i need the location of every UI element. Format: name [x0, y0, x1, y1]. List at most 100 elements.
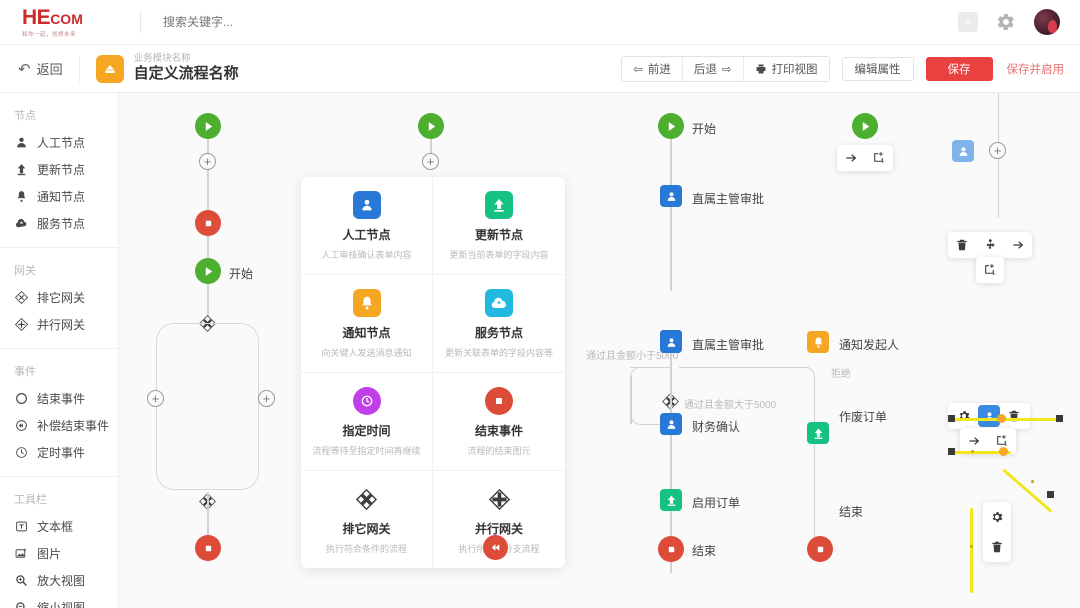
node-toolbar-a-add[interactable]	[976, 257, 1004, 283]
flow-canvas[interactable]: + 开始 + + +	[119, 93, 1080, 608]
node-card-service[interactable]: 服务节点 更新关联表单的字段内容等	[433, 275, 565, 373]
cloud-service-icon	[485, 289, 513, 317]
app-logo[interactable]: HECOM 和你一起，创想未来	[0, 7, 140, 38]
print-view-button[interactable]: 打印视图	[743, 56, 829, 81]
edge-handle-start-2[interactable]	[948, 448, 955, 455]
move-icon[interactable]	[976, 232, 1004, 258]
up-arrow-icon	[667, 495, 675, 506]
node-card-update[interactable]: 更新节点 更新当前表单的字段内容	[433, 177, 565, 275]
save-and-enable-button[interactable]: 保存并启用	[1007, 61, 1065, 77]
sidebar-item-exclusive-gateway[interactable]: 排它网关	[0, 284, 118, 311]
sidebar-item-parallel-gateway[interactable]: 并行网关	[0, 311, 118, 338]
node-toolbar-a[interactable]	[948, 232, 1032, 258]
edge-handle-end-2[interactable]	[1047, 491, 1054, 498]
node-toolbar-b[interactable]	[948, 403, 1030, 429]
edge-sample-straight[interactable]	[951, 418, 1063, 421]
sidebar-item-textbox[interactable]: 文本框	[0, 513, 118, 540]
node-card-end-event[interactable]: 结束事件 流程的结束图元	[433, 373, 565, 471]
sidebar-item-compensate-end-event[interactable]: 补偿结束事件	[0, 412, 118, 439]
stop-icon	[817, 546, 823, 552]
sidebar-item-update-node[interactable]: 更新节点	[0, 156, 118, 183]
main-node-2[interactable]	[660, 331, 682, 353]
sidebar-group-title: 事件	[14, 366, 36, 378]
arrow-right-icon[interactable]	[960, 428, 988, 454]
rewind-button[interactable]	[483, 535, 508, 560]
main-node-end[interactable]	[658, 536, 684, 562]
add-node-icon[interactable]	[976, 257, 1004, 283]
branch-node-void-order[interactable]	[807, 422, 829, 444]
overlay-add-node-button[interactable]: +	[989, 142, 1006, 159]
person-icon	[667, 191, 675, 201]
node-card-desc: 流程的结束图元	[467, 446, 531, 456]
edge-handle-end[interactable]	[1056, 414, 1063, 422]
sidebar-item-end-event[interactable]: 结束事件	[0, 385, 118, 412]
trash-icon[interactable]	[948, 232, 976, 258]
start-node-popup-toolbar[interactable]	[837, 145, 893, 171]
sidebar-item-notify-node[interactable]: 通知节点	[0, 183, 118, 210]
node-type-panel[interactable]: 人工节点 人工审核确认表单内容 更新节点 更新当前表单的字段内容 通知节点 向关…	[301, 177, 565, 568]
trash-icon[interactable]	[983, 532, 1011, 562]
add-node-icon[interactable]	[988, 428, 1016, 454]
flow-start-node-2[interactable]	[195, 258, 221, 284]
gear-icon[interactable]	[983, 502, 1011, 532]
node-card-timer[interactable]: 指定时间 流程等待至指定时间再继续	[301, 373, 433, 471]
main-node-finance-label: 财务确认	[692, 420, 741, 434]
add-node-icon[interactable]	[865, 145, 893, 171]
edge-sample-vertical[interactable]	[970, 508, 973, 593]
parallel-gateway-icon	[485, 485, 513, 513]
search-input[interactable]	[163, 15, 383, 29]
main-node-finance[interactable]	[660, 413, 682, 435]
node-card-desc: 人工审核确认表单内容	[321, 250, 412, 260]
gear-icon[interactable]	[996, 12, 1016, 32]
flow-start-label: 开始	[229, 267, 254, 281]
sidebar-item-zoom-in[interactable]: 放大视图	[0, 567, 118, 594]
sidebar-label: 图片	[37, 547, 62, 561]
arrow-right-icon[interactable]	[1004, 232, 1032, 258]
sidebar-item-zoom-out[interactable]: 缩小视图	[0, 594, 118, 608]
node-card-manual[interactable]: 人工节点 人工审核确认表单内容	[301, 177, 433, 275]
node-card-exclusive-gateway[interactable]: 排它网关 执行符合条件的流程	[301, 471, 433, 568]
bell-icon	[14, 190, 28, 204]
edge-midpoint-handle[interactable]	[997, 413, 1006, 423]
sidebar-item-manual-node[interactable]: 人工节点	[0, 129, 118, 156]
main-start-node[interactable]	[658, 113, 684, 139]
flow-start-node-3[interactable]	[418, 113, 444, 139]
edge-waypoint-dot-3	[970, 545, 973, 548]
arrow-right-icon[interactable]	[837, 145, 865, 171]
node-type-grid: 人工节点 人工审核确认表单内容 更新节点 更新当前表单的字段内容 通知节点 向关…	[301, 177, 565, 568]
logo-tagline: 和你一起，创想未来	[22, 31, 77, 38]
add-node-button[interactable]: +	[199, 153, 216, 170]
branch-node-notify-label: 通知发起人	[839, 338, 900, 352]
forward-button[interactable]: ⇦ 前进	[622, 56, 683, 81]
node-card-notify[interactable]: 通知节点 向关键人发送消息通知	[301, 275, 433, 373]
add-node-button-right[interactable]: +	[258, 390, 275, 407]
backward-button[interactable]: 后退 ⇨	[682, 56, 744, 81]
add-node-button-left[interactable]: +	[147, 390, 164, 407]
flow-start-node[interactable]	[195, 113, 221, 139]
plus-icon[interactable]: +	[958, 12, 978, 32]
sidebar-label: 补偿结束事件	[37, 419, 110, 433]
avatar[interactable]	[1034, 9, 1060, 35]
main-node-activate-order[interactable]	[660, 489, 682, 511]
edge-midpoint-handle-2[interactable]	[999, 446, 1008, 456]
edge-sample-bent-h[interactable]	[951, 451, 1011, 454]
sidebar-item-timer-event[interactable]: 定时事件	[0, 439, 118, 466]
flow-end-node-2[interactable]	[195, 535, 221, 561]
play-icon	[205, 266, 212, 276]
back-button[interactable]: ↶ 返回	[0, 59, 79, 78]
overlay-start-node[interactable]	[852, 113, 878, 139]
sidebar-item-image[interactable]: 图片	[0, 540, 118, 567]
edge-toolbar[interactable]	[983, 502, 1011, 562]
page-title: 自定义流程名称	[133, 65, 239, 83]
sidebar-item-service-node[interactable]: 服务节点	[0, 210, 118, 237]
add-node-button-2[interactable]: +	[422, 153, 439, 170]
overlay-selected-node[interactable]	[952, 140, 974, 162]
edge-handle-start[interactable]	[948, 414, 955, 422]
flow-end-node[interactable]	[195, 210, 221, 236]
node-card-desc: 更新当前表单的字段内容	[449, 250, 549, 260]
edit-properties-button[interactable]: 编辑属性	[841, 56, 914, 81]
branch-node-notify[interactable]	[807, 331, 829, 353]
save-button[interactable]: 保存	[925, 56, 993, 81]
main-node-manager-approval[interactable]	[660, 185, 682, 207]
branch-node-end[interactable]	[807, 536, 833, 562]
